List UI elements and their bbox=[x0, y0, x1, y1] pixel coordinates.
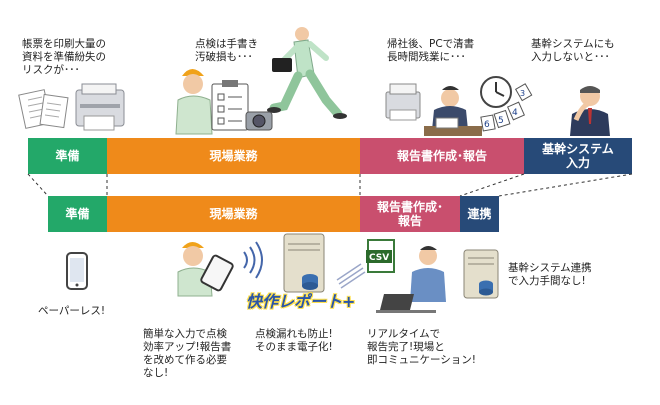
note-overtime: 帰社後、PCで清書 長時間残業に･･･ bbox=[387, 38, 475, 63]
motion-lines bbox=[336, 263, 366, 289]
after-bar-field: 現場業務 bbox=[107, 196, 360, 232]
printer-paper-illustration bbox=[18, 83, 125, 131]
after-bar-prep: 準備 bbox=[48, 196, 107, 232]
after-bar-link: 連携 bbox=[460, 196, 499, 232]
note-paperless: ペーパーレス! bbox=[38, 305, 106, 317]
svg-text:5: 5 bbox=[498, 116, 504, 126]
smartphone-icon bbox=[66, 252, 88, 290]
svg-text:4: 4 bbox=[512, 108, 518, 118]
before-bar-report: 報告書作成･報告 bbox=[360, 138, 524, 174]
svg-text:3: 3 bbox=[520, 89, 525, 98]
before-bar-core: 基幹システム 入力 bbox=[524, 138, 632, 174]
svg-text:6: 6 bbox=[484, 120, 490, 130]
csv-laptop-illustration: CSV bbox=[366, 239, 446, 313]
after-bar-report: 報告書作成･ 報告 bbox=[360, 196, 460, 232]
csv-label: CSV bbox=[369, 253, 389, 263]
server-icon bbox=[463, 249, 499, 299]
note-handwritten: 点検は手書き 汚破損も･･･ bbox=[195, 38, 258, 63]
businessman-illustration bbox=[570, 86, 610, 136]
note-realtime: リアルタイムで 報告完了!現場と 即コミュニケーション! bbox=[367, 328, 476, 366]
field-worker-illustration bbox=[175, 27, 347, 135]
kaisaku-report-logo: 快作レポート+ bbox=[246, 292, 356, 311]
before-bar-prep: 準備 bbox=[28, 138, 107, 174]
note-prep-risk: 帳票を印刷大量の 資料を準備紛失の リスクが･･･ bbox=[22, 38, 106, 76]
before-bar-field: 現場業務 bbox=[107, 138, 360, 174]
note-core-input: 基幹システムにも 入力しないと･･･ bbox=[531, 38, 615, 63]
office-overtime-illustration: 6 5 4 3 bbox=[385, 76, 533, 136]
note-core-link: 基幹システム連携 で入力手間なし! bbox=[508, 262, 592, 287]
note-easy-input: 簡単な入力で点検 効率アップ!報告書 を改めて作る必要 なし! bbox=[143, 328, 232, 379]
note-digitize: 点検漏れも防止! そのまま電子化! bbox=[255, 328, 333, 353]
tablet-worker-illustration bbox=[177, 233, 325, 297]
